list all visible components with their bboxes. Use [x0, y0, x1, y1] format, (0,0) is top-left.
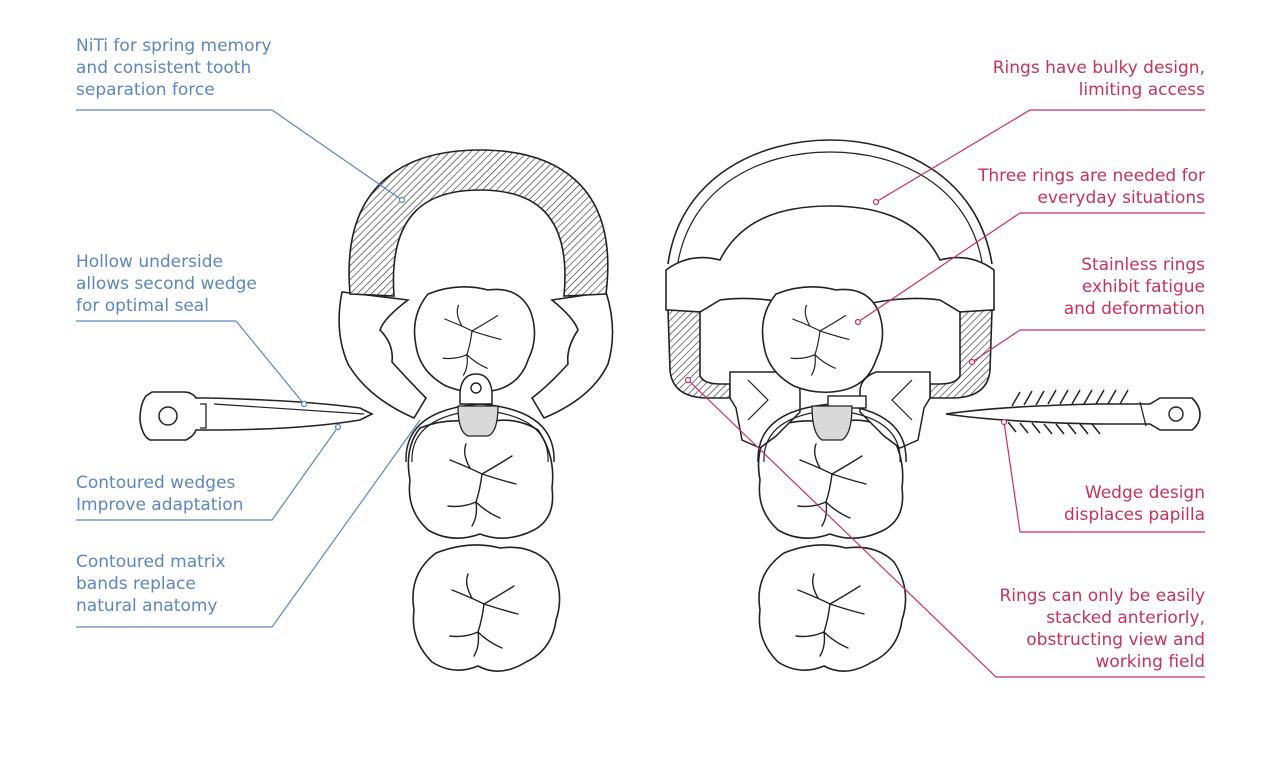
left-ring-arm-left [338, 291, 428, 420]
niti-ring-arch [348, 149, 609, 297]
label-contoured-wedges: Contoured wedges Improve adaptation [76, 473, 244, 515]
right-system [665, 139, 1201, 672]
label-niti: NiTi for spring memory and consistent to… [76, 36, 272, 100]
right-retainer-right [859, 371, 931, 449]
stainless-ring-right-leg [929, 309, 993, 399]
stainless-ring-outer-arch [667, 139, 993, 265]
left-middle-molar [407, 419, 554, 539]
label-three-rings: Three rings are needed for everyday situ… [977, 166, 1205, 208]
right-top-molar [761, 286, 884, 394]
left-ring-arm-right [530, 291, 614, 420]
right-barbed-wedge [945, 389, 1201, 435]
label-stainless-rings: Stainless rings exhibit fatigue and defo… [1063, 255, 1205, 319]
left-bottom-molar [412, 544, 561, 672]
right-leader-lines [687, 109, 1205, 678]
label-hollow-underside: Hollow underside allows second wedge for… [76, 252, 257, 316]
label-contoured-bands: Contoured matrix bands replace natural a… [76, 552, 226, 616]
right-bottom-molar [758, 544, 907, 672]
label-stacked-anteriorly: Rings can only be easily stacked anterio… [999, 586, 1205, 672]
left-top-molar [413, 286, 536, 394]
left-leader-lines [76, 109, 421, 628]
label-bulky-design: Rings have bulky design, limiting access [992, 58, 1205, 100]
stainless-ring-left-leg [667, 309, 731, 399]
label-wedge-design: Wedge design displaces papilla [1064, 483, 1205, 525]
left-contoured-wedge [139, 391, 374, 441]
left-system [139, 149, 614, 672]
